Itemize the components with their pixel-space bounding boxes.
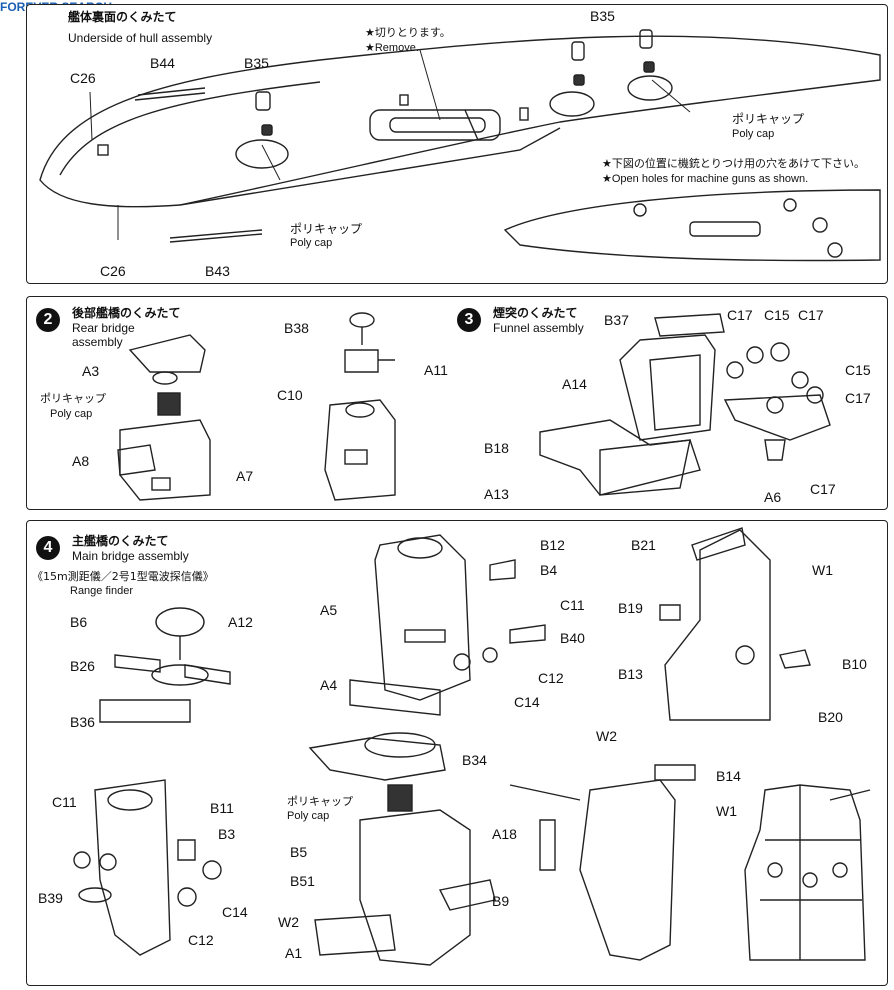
- label-a7: A7: [236, 468, 254, 484]
- step4-polycap-jp: ポリキャップ: [287, 795, 353, 808]
- label-b51: B51: [290, 873, 315, 889]
- step2-polycap-jp: ポリキャップ: [40, 392, 106, 405]
- label-c17-d: C17: [810, 481, 836, 497]
- label-b12: B12: [540, 537, 565, 553]
- label-w2-a: W2: [278, 914, 299, 930]
- step4-number: 4: [36, 536, 60, 560]
- label-c17-a: C17: [727, 307, 753, 323]
- label-w1-b: W1: [716, 803, 737, 819]
- label-b36: B36: [70, 714, 95, 730]
- step4-title-en: Main bridge assembly: [72, 549, 189, 563]
- label-a18: A18: [492, 826, 517, 842]
- step4-title-jp: 主艦橋のくみたて: [72, 534, 169, 548]
- label-b35-left: B35: [244, 55, 269, 71]
- label-b9: B9: [492, 893, 510, 909]
- step4-polycap-en: Poly cap: [287, 810, 330, 822]
- label-c26-top: C26: [70, 70, 96, 86]
- label-b39: B39: [38, 890, 63, 906]
- label-b18: B18: [484, 440, 509, 456]
- label-b13: B13: [618, 666, 643, 682]
- step3-title-en: Funnel assembly: [493, 321, 584, 335]
- label-c15-b: C15: [845, 362, 871, 378]
- step1-title-en: Underside of hull assembly: [68, 31, 213, 45]
- step3-number: 3: [457, 308, 481, 332]
- label-c17-b: C17: [798, 307, 824, 323]
- label-w2-b: W2: [596, 728, 617, 744]
- step2-title-en-2: assembly: [72, 335, 123, 349]
- step2-number: 2: [36, 308, 60, 332]
- step2-polycap-en: Poly cap: [50, 408, 93, 420]
- label-a4: A4: [320, 677, 338, 693]
- label-a12: A12: [228, 614, 253, 630]
- label-b6: B6: [70, 614, 88, 630]
- remove-note-jp: ★切りとります。: [365, 26, 451, 39]
- holes-note-en: ★Open holes for machine guns as shown.: [602, 173, 809, 185]
- label-c11-a: C11: [560, 597, 585, 613]
- label-b14: B14: [716, 768, 741, 784]
- label-b19: B19: [618, 600, 643, 616]
- label-b11: B11: [210, 800, 234, 816]
- label-c10: C10: [277, 387, 303, 403]
- label-c14-b: C14: [222, 904, 248, 920]
- label-a11: A11: [424, 362, 448, 378]
- step1-title-jp: 艦体裏面のくみたて: [68, 10, 177, 24]
- label-b21: B21: [631, 537, 656, 553]
- label-b37: B37: [604, 312, 629, 328]
- label-c12-a: C12: [538, 670, 564, 686]
- label-c17-c: C17: [845, 390, 871, 406]
- label-b3: B3: [218, 826, 236, 842]
- label-c26-bottom: C26: [100, 263, 126, 279]
- label-b26: B26: [70, 658, 95, 674]
- label-b40: B40: [560, 630, 585, 646]
- label-c15-a: C15: [764, 307, 790, 323]
- polycap-left-jp: ポリキャップ: [290, 222, 363, 236]
- label-b4: B4: [540, 562, 558, 578]
- label-a14: A14: [562, 376, 587, 392]
- label-a6: A6: [764, 489, 782, 505]
- polycap-right-jp: ポリキャップ: [732, 112, 805, 126]
- label-b5: B5: [290, 844, 308, 860]
- label-b38: B38: [284, 320, 309, 336]
- label-b43: B43: [205, 263, 230, 279]
- label-b44: B44: [150, 55, 175, 71]
- polycap-right-en: Poly cap: [732, 128, 775, 140]
- range-finder-en: Range finder: [70, 585, 133, 597]
- step2-title-jp: 後部艦橋のくみたて: [72, 306, 181, 320]
- range-finder-jp: 《15m測距儀／2号1型電波探信儀》: [32, 570, 214, 583]
- remove-note-en: ★Remove.: [365, 42, 419, 54]
- step3-title-jp: 煙突のくみたて: [493, 306, 578, 320]
- label-c14-a: C14: [514, 694, 540, 710]
- label-a13: A13: [484, 486, 509, 502]
- polycap-left-en: Poly cap: [290, 237, 333, 249]
- label-a3: A3: [82, 363, 100, 379]
- label-a8: A8: [72, 453, 90, 469]
- label-c12-b: C12: [188, 932, 214, 948]
- label-c11-b: C11: [52, 794, 77, 810]
- holes-note-jp: ★下図の位置に機銃とりつけ用の穴をあけて下さい。: [602, 157, 865, 170]
- label-b10: B10: [842, 656, 867, 672]
- label-a5: A5: [320, 602, 338, 618]
- step2-title-en-1: Rear bridge: [72, 321, 135, 335]
- label-b34: B34: [462, 752, 487, 768]
- label-b20: B20: [818, 709, 843, 725]
- label-a1: A1: [285, 945, 303, 961]
- label-w1-a: W1: [812, 562, 833, 578]
- label-b35-right: B35: [590, 8, 615, 24]
